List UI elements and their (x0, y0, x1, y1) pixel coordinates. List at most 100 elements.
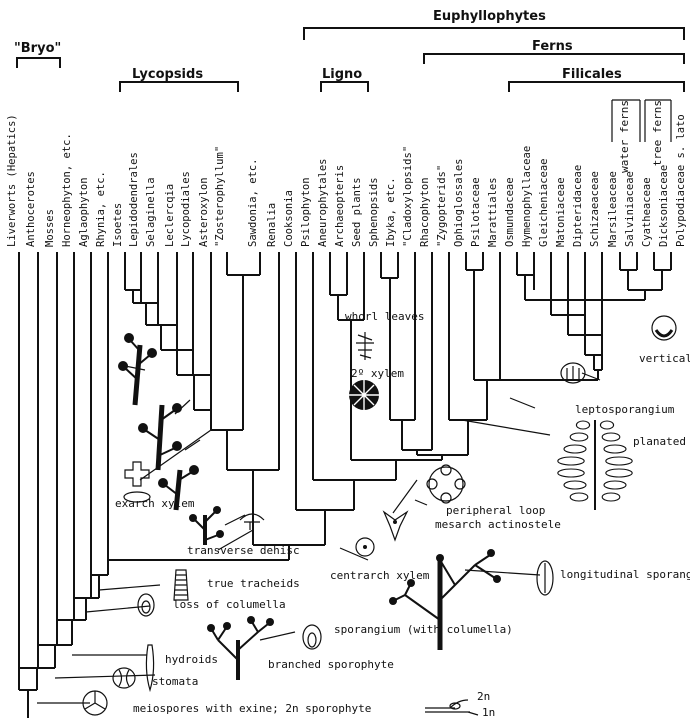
char-longitudinal-dehiscence: longitudinal sporangium dehiscence (560, 568, 690, 581)
taxon-label: Anthocerotes (25, 171, 37, 247)
zosterophyll-branch-icon (189, 506, 224, 545)
frond-leaflet (603, 480, 627, 490)
taxon-label: Renalia (266, 203, 278, 247)
taxon-label: Lycopodiales (180, 171, 192, 247)
taxon-label: Aglaophyton (78, 177, 90, 247)
icons (82, 315, 677, 716)
taxon-label: "Cladoxylopsids" (402, 146, 414, 247)
frond-leaflet (601, 492, 621, 502)
frond-leaflet (575, 420, 591, 430)
taxon-label: "Zosterophyllum" (214, 146, 226, 247)
lycopsid-branch-icon-2 (138, 403, 182, 471)
taxon-label: Rhacophyton (419, 177, 431, 247)
taxon-label: Isoetes (112, 203, 124, 247)
tree-branches (18, 252, 672, 718)
taxon-label: Selaginella (145, 177, 157, 247)
char-hydroids: hydroids (165, 653, 218, 666)
taxon-label: Cooksonia (283, 190, 295, 247)
taxon-label: Osmundaceae (504, 177, 516, 247)
frond-leaflet (601, 432, 621, 442)
centrarch-xylem-icon (355, 537, 375, 557)
char-vertical-annulus: vertical annulus (639, 352, 690, 365)
char-branched-sporophyte: branched sporophyte (268, 658, 394, 671)
bracket-euphyllophytes: Euphyllophytes (303, 9, 685, 40)
bracket-bryo: "Bryo" (14, 41, 61, 68)
leptosporangium-icon (560, 362, 586, 384)
group-label-water-ferns: water ferns (618, 100, 631, 173)
char-mesarch-actinostele: mesarch actinostele (435, 518, 561, 531)
char-planated-frond: planated frond (633, 435, 690, 448)
bracket-ferns: Ferns (423, 39, 685, 64)
branched-sporophyte-icon (389, 549, 501, 650)
taxon-label: Horneophyton, etc. (61, 133, 73, 247)
basal-sporophyte-icon (207, 616, 274, 680)
frond-leaflet (603, 444, 627, 454)
taxon-label: Seed plants (351, 177, 363, 247)
char-leptosporangium: leptosporangium (575, 403, 675, 416)
taxon-label: Aneurophytales (317, 158, 329, 247)
taxon-label: Mosses (44, 209, 56, 247)
char-sporangium-columella: sporangium (with columella) (334, 623, 513, 636)
char-secondary-xylem: 2º xylem (351, 367, 404, 380)
hydroids-icon (145, 644, 155, 693)
taxon-label: Hymenophyllaceae (521, 146, 533, 247)
taxon-label: Rhynia, etc. (95, 171, 107, 247)
taxon-label: Salviniaceae (624, 171, 636, 247)
secondary-xylem-icon (349, 380, 379, 410)
taxon-label: Psilotaceae (470, 177, 482, 247)
group-label-euphyllophytes: Euphyllophytes (433, 9, 546, 24)
char-meiospores: meiospores with exine; 2n sporophyte (133, 702, 371, 715)
exarch-xylem-icon (123, 461, 151, 503)
group-label-tree-ferns: tree ferns (651, 100, 664, 166)
taxon-label: Psilophyton (300, 177, 312, 247)
group-label-filicales: Filicales (562, 67, 622, 82)
char-transverse-dehisc: transverse dehisc (187, 544, 300, 557)
bracket-lycopsids: Lycopsids (119, 67, 239, 92)
group-label-ligno: Ligno (322, 67, 362, 82)
bracket-tree-ferns: tree ferns (644, 99, 672, 166)
char-stomata: stomata (152, 675, 198, 688)
taxon-label: Marattiales (487, 177, 499, 247)
frond-leaflet (605, 468, 633, 478)
actinostele-icon (382, 510, 409, 542)
frond-leaflet (569, 432, 589, 442)
whorl-leaves-icon (356, 332, 374, 360)
transverse-dehisc-icon (239, 513, 265, 530)
char-peripheral-loop: peripheral loop (446, 504, 545, 517)
life-cycle-legend-icon (425, 699, 479, 716)
frond-leaflet (605, 456, 633, 466)
taxon-label: Sphenopsids (368, 177, 380, 247)
legend-2n: 2n (477, 690, 490, 703)
group-label-bryo: "Bryo" (14, 41, 61, 56)
taxon-label: Gleicheniaceae (538, 158, 550, 247)
taxon-label: Cyatheaceae (641, 177, 653, 247)
stomata-icon (112, 667, 136, 689)
taxon-label: Dicksoniaceae (658, 165, 670, 247)
taxon-label: Dipteridaceae (572, 165, 584, 247)
taxon-label: Liverworts (Hepatics) (6, 114, 18, 247)
taxon-label: Asteroxylon (198, 177, 210, 247)
meiospore-icon (82, 690, 108, 716)
frond-leaflet (563, 480, 587, 490)
longitudinal-sporangium-icon (536, 560, 554, 596)
bracket-filicales: Filicales (508, 67, 685, 92)
taxon-label: Leclercqia (164, 184, 176, 247)
peripheral-loop-icon (426, 464, 466, 504)
taxon-label: Ibyka, etc. (385, 177, 397, 247)
bracket-ligno: Ligno (320, 67, 369, 92)
taxon-label: Ophioglossales (453, 158, 465, 247)
pointer-lines (37, 364, 601, 704)
taxon-label: Sawdonia, etc. (247, 158, 259, 247)
sporangium-columella-icon (302, 624, 322, 650)
char-loss-of-columella: loss of columella (173, 598, 286, 611)
char-exarch-xylem: exarch xylem (115, 497, 195, 510)
tracheid-icon (173, 569, 189, 601)
frond-leaflet (599, 420, 615, 430)
frond-leaflet (557, 456, 585, 466)
group-label-lycopsids: Lycopsids (132, 67, 203, 82)
char-whorl-leaves: whorl leaves (345, 310, 424, 323)
taxon-label: Polypodiaceae s. lato (675, 114, 687, 247)
lycopsid-branch-icon-3 (158, 465, 199, 511)
